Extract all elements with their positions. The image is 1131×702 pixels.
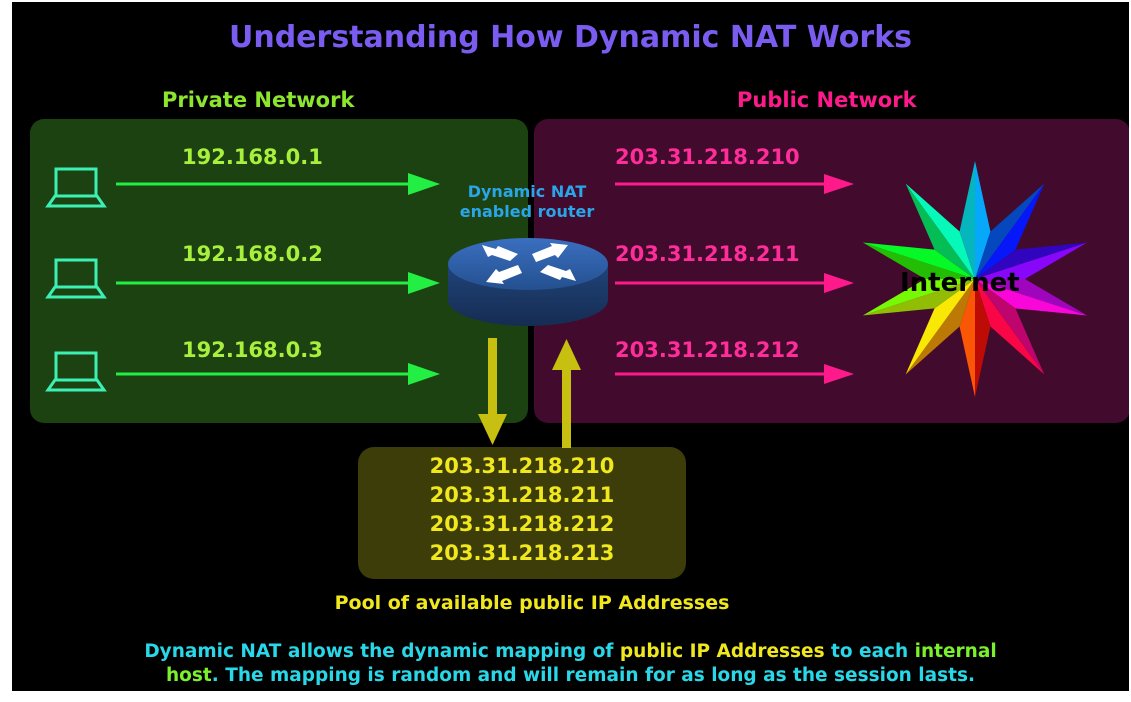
- star-wedge: [975, 279, 1088, 316]
- star-wedge: [959, 161, 975, 279]
- pool-caption: Pool of available public IP Addresses: [334, 592, 730, 614]
- star-wedge: [975, 279, 991, 397]
- laptop-icon: [45, 167, 107, 208]
- star-wedge: [862, 242, 975, 279]
- laptop-icon: [45, 258, 107, 299]
- star-wedge: [959, 279, 975, 397]
- public-ip-label: 203.31.218.211: [615, 242, 800, 266]
- star-wedge: [975, 279, 1088, 316]
- public-arrow: [615, 364, 854, 384]
- pool-ip-item: 203.31.218.210: [429, 454, 615, 478]
- footer-text: to each: [824, 641, 915, 662]
- pool-ip-item: 203.31.218.213: [429, 541, 615, 565]
- star-wedge: [975, 183, 1045, 279]
- star-wedge: [905, 183, 975, 279]
- public-arrow: [615, 273, 854, 293]
- ip-pool-box: [358, 447, 686, 579]
- pool-up-arrow: [552, 339, 581, 448]
- private-arrow: [116, 363, 440, 385]
- private-arrow: [116, 272, 440, 294]
- router-label: Dynamic NAT enabled router: [459, 182, 595, 221]
- private-ip-label: 192.168.0.2: [182, 242, 323, 266]
- star-wedge: [905, 279, 975, 375]
- star-wedge: [975, 242, 1088, 279]
- internet-star-icon: [862, 161, 1088, 397]
- footer-host: host: [165, 665, 212, 686]
- footer-description: Dynamic NAT allows the dynamic mapping o…: [12, 640, 1129, 688]
- public-arrow: [615, 174, 854, 194]
- router-icon: [448, 238, 608, 326]
- private-ip-label: 192.168.0.1: [182, 145, 323, 169]
- star-wedge: [905, 279, 975, 375]
- footer-dynamic-nat: Dynamic NAT: [144, 641, 282, 662]
- pool-ip-item: 203.31.218.211: [429, 483, 615, 507]
- footer-internal: internal: [914, 641, 997, 662]
- star-wedge: [862, 279, 975, 316]
- star-wedge: [975, 279, 1045, 375]
- private-network-label: Private Network: [162, 88, 355, 112]
- pool-down-arrow: [478, 338, 507, 445]
- star-wedge: [862, 279, 975, 316]
- star-wedge: [862, 242, 975, 279]
- laptop-icon: [45, 351, 107, 392]
- diagram-canvas: Understanding How Dynamic NAT Works Priv…: [12, 2, 1129, 691]
- pool-ip-item: 203.31.218.212: [429, 512, 615, 536]
- diagram-title: Understanding How Dynamic NAT Works: [228, 20, 912, 55]
- star-wedge: [905, 183, 975, 279]
- private-arrow: [116, 173, 440, 195]
- footer-text: . The mapping is random and will remain …: [211, 665, 976, 686]
- public-ip-label: 203.31.218.212: [615, 338, 800, 362]
- private-ip-label: 192.168.0.3: [182, 338, 323, 362]
- internet-label: Internet: [900, 268, 1020, 298]
- star-wedge: [975, 161, 991, 279]
- diagram-graphics: [45, 161, 1088, 448]
- footer-public-ip: public IP Addresses: [619, 641, 825, 662]
- public-ip-label: 203.31.218.210: [615, 145, 800, 169]
- private-network-zone: [30, 119, 528, 423]
- star-wedge: [975, 242, 1088, 279]
- footer-text: allows the dynamic mapping of: [281, 641, 620, 662]
- public-network-label: Public Network: [737, 88, 917, 112]
